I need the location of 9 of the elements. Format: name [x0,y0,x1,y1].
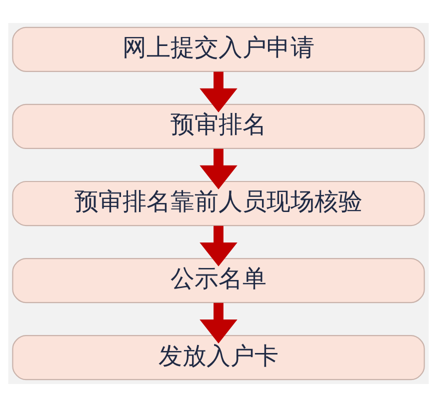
arrow [200,302,238,343]
node-box: 预审排名靠前人员现场核验 [12,180,425,226]
node-box: 网上提交入户申请 [12,26,425,72]
node-box: 公示名单 [12,257,425,303]
arrow [200,225,238,266]
node-box: 发放入户卡 [12,334,425,380]
arrow [200,71,238,112]
arrow [200,148,238,189]
node-box: 预审排名 [12,103,425,149]
